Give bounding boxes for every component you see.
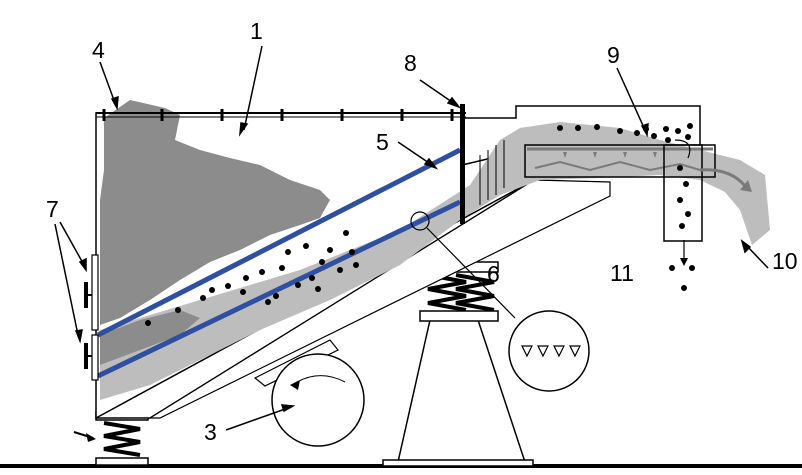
cover bbox=[96, 109, 466, 121]
left-spring bbox=[73, 411, 149, 466]
lower-screen-deck bbox=[96, 199, 462, 379]
callout-11: 11 bbox=[610, 260, 634, 286]
feed-material bbox=[100, 100, 330, 325]
conveyor-box bbox=[524, 123, 716, 178]
fines-arrow bbox=[699, 168, 747, 187]
end-plate bbox=[460, 104, 465, 224]
callout-10: 10 bbox=[772, 248, 798, 274]
callout-8: 8 bbox=[404, 50, 417, 76]
upper-screen-deck bbox=[96, 147, 462, 338]
callout-6: 6 bbox=[487, 261, 500, 287]
leader-lines bbox=[54, 45, 769, 431]
particles bbox=[145, 230, 359, 326]
vibrator-motor bbox=[253, 339, 365, 447]
callout-4: 4 bbox=[92, 37, 105, 63]
screen-detail bbox=[410, 211, 590, 392]
callout-5: 5 bbox=[376, 129, 389, 155]
callout-3: 3 bbox=[204, 419, 217, 445]
callout-7: 7 bbox=[46, 196, 59, 222]
fines-flow bbox=[100, 122, 770, 400]
callout-1: 1 bbox=[250, 18, 263, 44]
discharge-hood bbox=[465, 105, 701, 205]
feed-material-lower bbox=[100, 310, 200, 365]
side-handles bbox=[84, 254, 99, 381]
oversize-chute bbox=[663, 139, 703, 291]
callout-9: 9 bbox=[607, 42, 620, 68]
